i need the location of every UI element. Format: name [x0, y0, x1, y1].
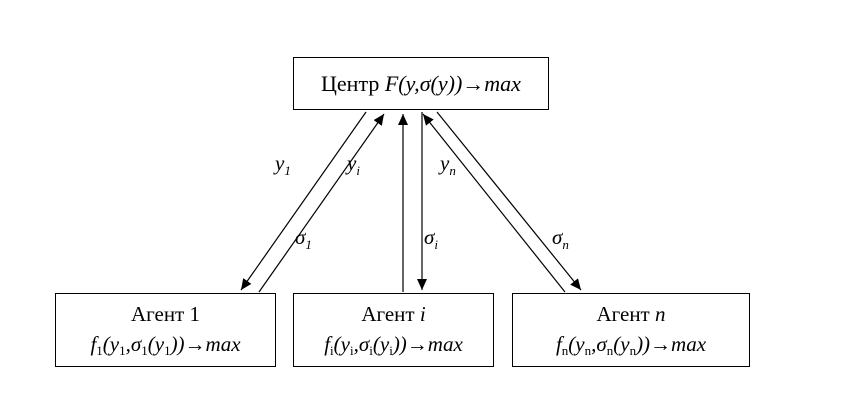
center-args: (y, [398, 71, 420, 96]
agent-i-box: Агент i fi(yi,σi(yi))→max [293, 293, 494, 367]
center-word: Центр [321, 71, 380, 96]
agent-1-title: Агент 1 [56, 300, 275, 329]
agent-n-formula: fn(yn,σn(yn))→max [555, 332, 707, 358]
agent-n-word: Агент [596, 302, 650, 326]
label-sigmai: σi [424, 225, 438, 252]
agent-1-index: 1 [189, 302, 201, 326]
label-sigman: σn [552, 225, 569, 252]
arrow-y1-to-center [258, 113, 385, 293]
agent-i-title: Агент i [294, 300, 493, 329]
center-arrow: → [462, 71, 485, 96]
arrow-sigma1-to-agent1 [240, 111, 367, 291]
label-yn: yn [438, 151, 456, 178]
agent-1-word: Агент [131, 302, 185, 326]
agent-1-box: Агент 1 f1(y1,σ1(y1))→max [55, 293, 276, 367]
agent-n-box: Агент n fn(yn,σn(yn))→max [512, 293, 750, 367]
agent-1-formula: f1(y1,σ1(y1))→max [90, 332, 241, 358]
label-yi: yi [345, 151, 360, 178]
label-y1: y1 [273, 151, 291, 178]
center-box: Центр F(y,σ(y))→max [293, 57, 549, 110]
center-max: max [484, 71, 521, 96]
center-F: F [384, 71, 399, 96]
agent-n-index: n [655, 302, 666, 326]
center-sigma: σ [419, 71, 431, 96]
agent-i-formula: fi(yi,σi(yi))→max [324, 332, 463, 358]
agent-i-word: Агент [361, 302, 415, 326]
center-args2: (y)) [430, 71, 463, 96]
agent-i-index: i [419, 302, 426, 326]
arrow-sigman-to-agentn [436, 111, 582, 291]
arrow-yn-to-center [422, 113, 566, 293]
agent-n-title: Агент n [513, 300, 749, 329]
label-sigma1: σ1 [295, 225, 312, 252]
